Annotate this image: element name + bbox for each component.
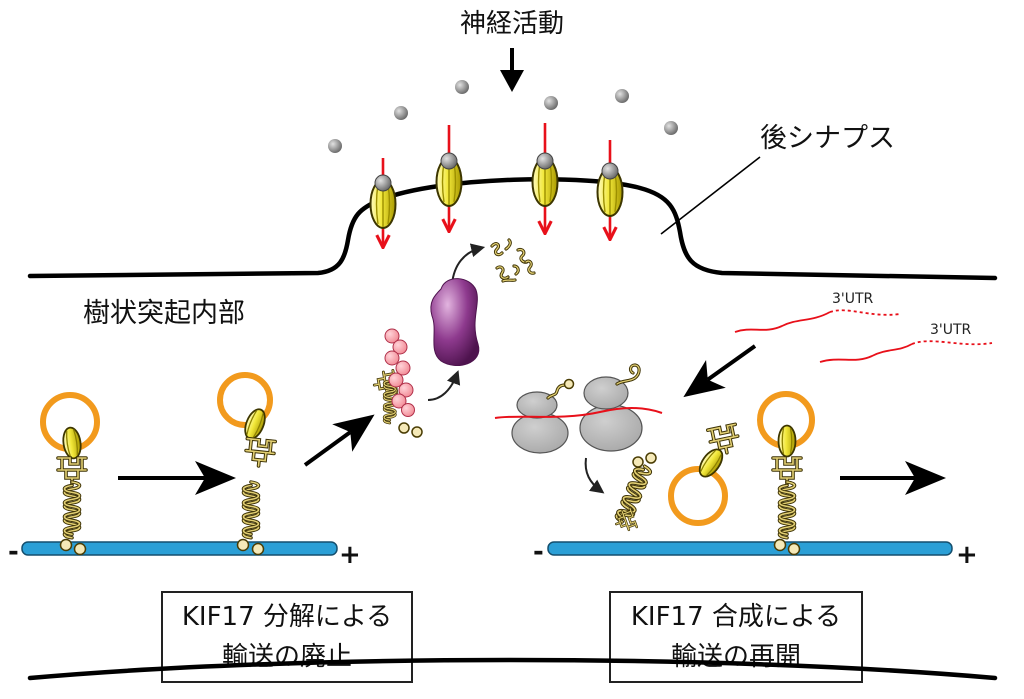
kif17-motor-head — [59, 538, 73, 552]
utr-label: 3'UTR — [832, 291, 874, 307]
ubiquitin-chain — [384, 328, 415, 417]
kif17-binding-cargo — [668, 422, 743, 526]
kif17-motor-head — [73, 542, 87, 556]
kif17-tail-domain — [242, 436, 277, 470]
postsynaptic-membrane — [27, 177, 998, 281]
to-proteasome-arrow — [427, 370, 461, 401]
arrow-to-translation — [683, 344, 757, 398]
caption-right-line1: KIF17 合成による — [631, 602, 841, 632]
mrna-strand — [494, 407, 663, 419]
caption-right-line2: 輸送の再開 — [671, 642, 801, 672]
kif17-stalk — [777, 480, 797, 540]
ligand-dot — [664, 121, 678, 135]
degraded-fragments — [490, 238, 536, 283]
arrow-to-degradation — [303, 414, 375, 467]
receptor-channel — [369, 158, 397, 246]
kif17-motor-head — [251, 542, 265, 556]
nascent-kif17-chain — [546, 378, 575, 400]
microtubule-right: - + — [533, 537, 978, 570]
kif17-motor-head — [773, 538, 787, 552]
kif17-motor-head — [632, 456, 644, 468]
ubiquitin-bead — [401, 403, 415, 417]
kif17-stalk — [62, 480, 82, 540]
ubiquitin-bead — [392, 339, 408, 355]
microtubule-plus-end: + — [956, 540, 978, 570]
ubiquitin-bead — [384, 350, 400, 366]
ligand-dot — [328, 139, 342, 153]
kif17-transporting-cargo — [757, 391, 815, 556]
receptor-channel — [531, 123, 559, 232]
kif17-detached-cargo — [217, 372, 277, 470]
cargo-vesicle — [668, 466, 728, 526]
kif17-with-cargo — [40, 392, 100, 556]
ligand-dot — [455, 80, 469, 94]
dendrite-membrane-bottom — [27, 657, 998, 681]
ubiquitinated-kif17 — [370, 328, 423, 438]
nascent-kif17-chain — [615, 363, 641, 386]
caption-left-line2: 輸送の廃止 — [222, 642, 352, 672]
microtubule-minus-end: - — [533, 537, 544, 567]
polysome — [494, 363, 663, 454]
kif17-motor-head — [398, 422, 410, 434]
mrna-1: 3'UTR — [734, 291, 901, 333]
ubiquitin-bead — [398, 382, 414, 398]
activity-down-arrow — [500, 48, 524, 92]
microtubule-minus-end: - — [8, 537, 19, 567]
ubiquitin-bead — [384, 328, 400, 344]
label-dendrite-interior: 樹状突起内部 — [83, 298, 245, 329]
ligand-dot — [544, 96, 558, 110]
kif17-motor-head — [645, 452, 657, 464]
caption-left-line1: KIF17 分解による — [182, 602, 392, 632]
ubiquitin-bead — [395, 360, 411, 376]
newly-synthesized-kif17 — [611, 452, 657, 535]
ligand-dot — [615, 89, 629, 103]
ligand-molecules — [328, 80, 678, 153]
kif17-cargo-binding-head — [60, 425, 84, 461]
kif17-tail-domain — [771, 456, 803, 486]
ubiquitin-bead — [391, 393, 407, 409]
kif17-cargo-binding-head — [694, 444, 728, 482]
arrow-left-1 — [118, 461, 236, 495]
utr-label: 3'UTR — [930, 322, 972, 338]
kif17-motor-head — [411, 426, 423, 438]
receptor-channel — [435, 125, 463, 230]
title-neural-activity: 神経活動 — [460, 9, 564, 39]
kif17-tail-domain — [56, 456, 88, 486]
ribosome — [511, 391, 569, 454]
kif17-motor-head — [787, 542, 801, 556]
postsynapse-leader-line — [660, 156, 761, 235]
kif17-motor-head — [236, 538, 250, 552]
mrna-2: 3'UTR — [819, 322, 993, 363]
kif17-stalk-remnant — [236, 480, 265, 556]
kif17-stalk — [241, 480, 261, 540]
proteasome — [430, 278, 480, 366]
receptor-channel — [596, 140, 624, 238]
label-postsynapse: 後シナプス — [760, 123, 895, 154]
microtubule-plus-end: + — [339, 540, 361, 570]
release-arrow — [584, 457, 605, 494]
kif17-cargo-binding-head — [777, 424, 797, 458]
arrow-right-transport — [840, 461, 946, 495]
ubiquitin-bead — [388, 372, 404, 388]
ligand-dot — [394, 106, 408, 120]
